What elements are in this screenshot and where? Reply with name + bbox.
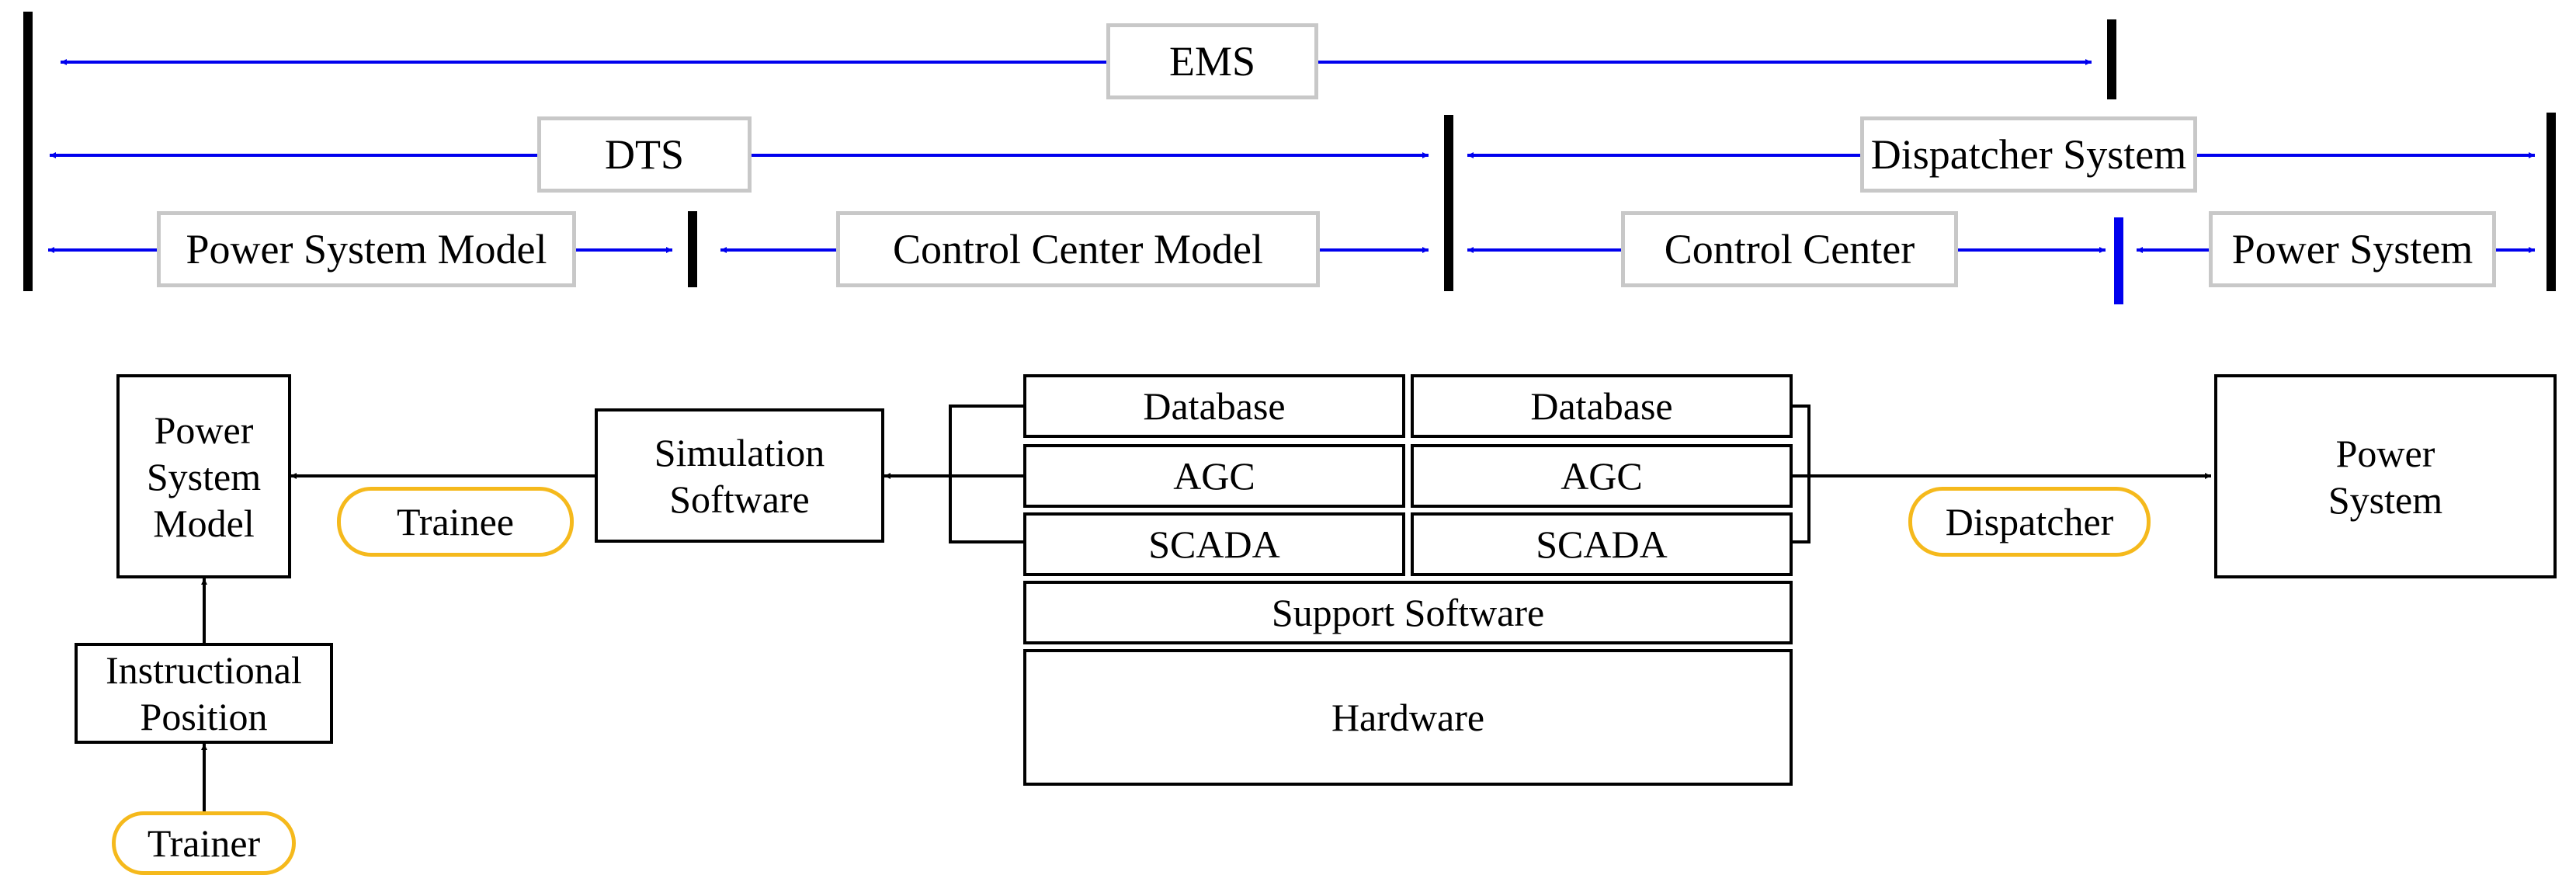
power-system-scope-label: Power System <box>2209 211 2496 287</box>
dispatcher-system-label: Dispatcher System <box>1860 116 2197 193</box>
trainer-actor: Trainer <box>112 811 296 875</box>
scada-left-block: SCADA <box>1023 512 1405 576</box>
agc-right-block: AGC <box>1411 444 1793 508</box>
power-system-model-label: Power System Model <box>157 211 576 287</box>
instructional-position-block: Instructional Position <box>75 643 333 744</box>
hardware-block: Hardware <box>1023 649 1793 786</box>
dts-label: DTS <box>537 116 752 193</box>
database-right-block: Database <box>1411 374 1793 438</box>
bracket-left-stack <box>949 405 1023 543</box>
support-software-block: Support Software <box>1023 581 1793 644</box>
bracket-right-stack <box>1793 405 1810 543</box>
power-system-model-block: Power System Model <box>116 374 291 578</box>
agc-left-block: AGC <box>1023 444 1405 508</box>
dispatcher-actor: Dispatcher <box>1908 487 2151 557</box>
simulation-software-block: Simulation Software <box>595 408 884 543</box>
scada-right-block: SCADA <box>1411 512 1793 576</box>
database-left-block: Database <box>1023 374 1405 438</box>
power-system-block: Power System <box>2214 374 2557 578</box>
ems-label: EMS <box>1106 23 1318 99</box>
trainee-actor: Trainee <box>337 487 574 557</box>
control-center-model-label: Control Center Model <box>836 211 1320 287</box>
control-center-label: Control Center <box>1621 211 1958 287</box>
